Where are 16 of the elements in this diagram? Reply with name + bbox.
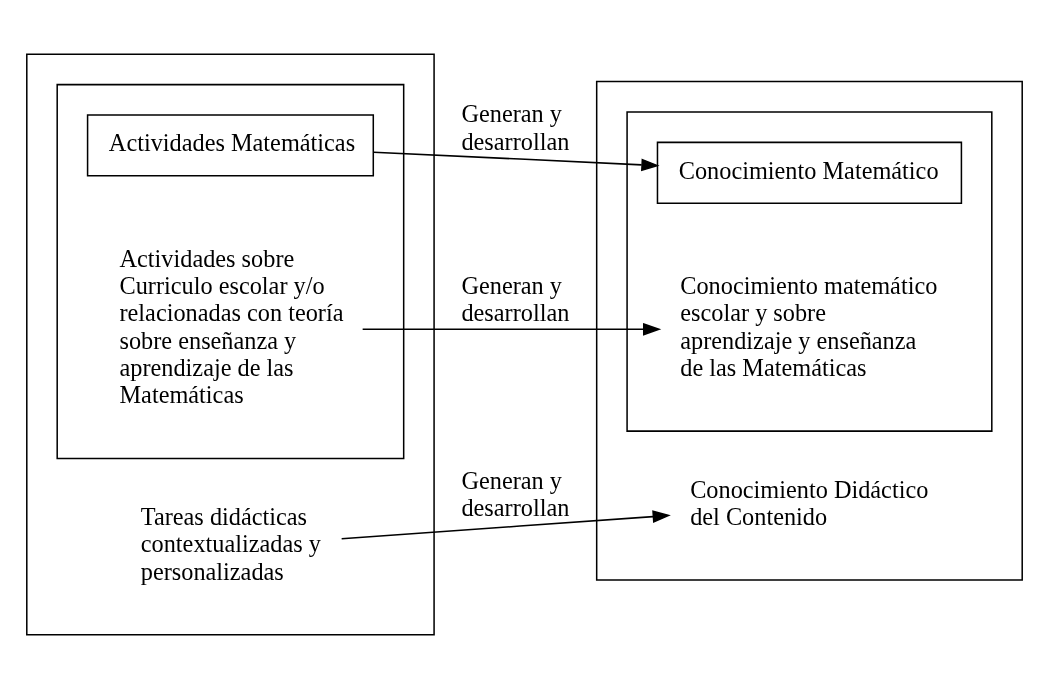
node-text: Conocimiento Didáctico del Contenido — [690, 475, 929, 531]
node-text: Actividades sobre Curriculo escolar y/o relacionadas con teoría sobre enseñanza y aprendizaje de las Matemáticas — [119, 244, 344, 409]
edge-label: Generan y desarrollan — [461, 272, 570, 327]
arrow — [372, 151, 660, 172]
cluster — [56, 83, 405, 460]
cluster — [595, 80, 1023, 581]
node-text: Tareas didácticas contextualizadas y personalizadas — [140, 503, 321, 585]
cluster — [626, 111, 993, 432]
node-box: Actividades Matemáticas — [86, 114, 375, 177]
node-text: Conocimiento matemático escolar y sobre aprendizaje y enseñanza de las Matemáticas — [680, 272, 938, 382]
arrow — [361, 322, 662, 336]
cluster — [26, 53, 435, 636]
arrow — [340, 510, 671, 540]
edge-label: Generan y desarrollan — [461, 100, 570, 155]
edge-label: Generan y desarrollan — [461, 466, 570, 521]
node-box: Conocimiento Matemático — [656, 141, 963, 204]
